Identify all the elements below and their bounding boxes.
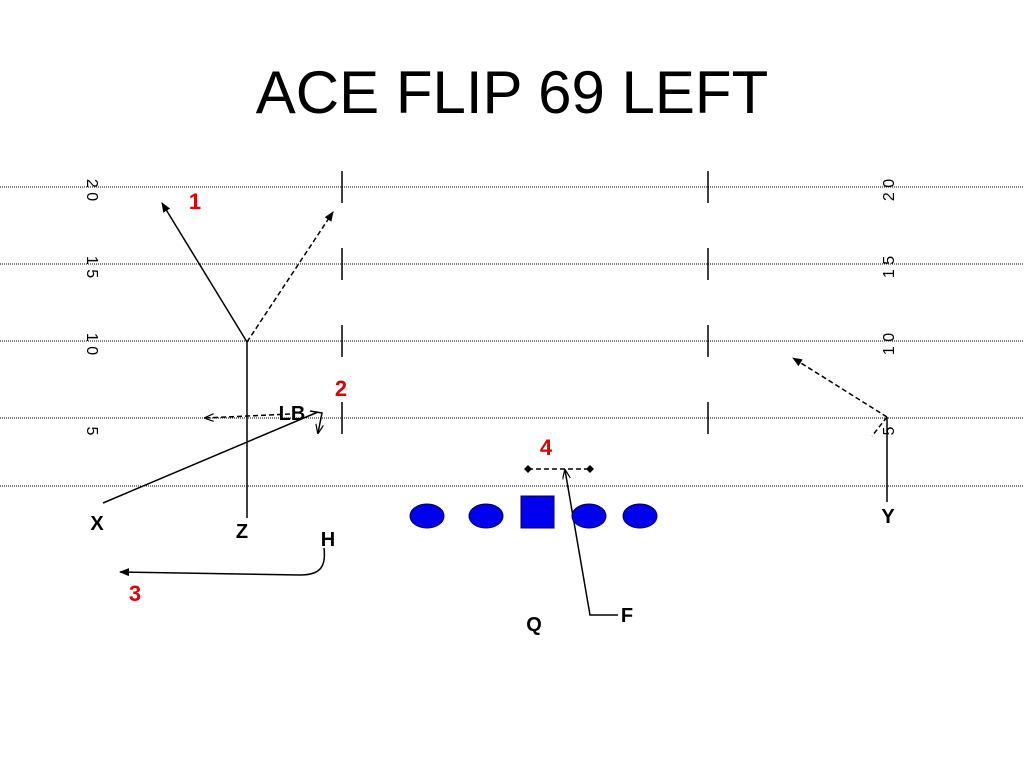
yard-number-right-20: 2 0 [881, 179, 898, 201]
center [520, 495, 555, 529]
player-lb-label: LB [279, 403, 306, 425]
yard-number-left-10: 1 0 [83, 333, 100, 355]
route-x-curl [309, 410, 322, 433]
route-f [565, 470, 618, 616]
route-y-option [871, 416, 888, 437]
route-number-4: 4 [540, 435, 553, 460]
yard-number-right-5: 5 [881, 426, 898, 435]
yard-number-left-5: 5 [83, 427, 100, 436]
right-tackle [622, 503, 658, 529]
route-h [119, 547, 326, 577]
route-z-post [161, 202, 248, 343]
route-number-1: 1 [189, 189, 201, 214]
route-lb-read [205, 413, 291, 418]
left-tackle [409, 503, 445, 529]
yard-number-left-15: 1 5 [83, 256, 100, 278]
player-f-label: F [621, 605, 633, 627]
player-y-label: Y [881, 506, 895, 528]
route-number-3: 3 [129, 581, 141, 606]
yard-number-right-10: 1 0 [881, 333, 898, 355]
play-title: ACE FLIP 69 LEFT [255, 59, 769, 126]
route-z-option [246, 211, 334, 343]
yard-number-right-15: 1 5 [881, 256, 898, 278]
player-x-label: X [90, 513, 104, 535]
route-number-2: 2 [335, 376, 347, 401]
player-q-label: Q [526, 614, 542, 636]
player-h-label: H [321, 529, 335, 551]
player-z-label: Z [236, 521, 248, 543]
left-guard [468, 503, 504, 529]
route-x [102, 411, 319, 504]
yard-number-left-20: 2 0 [83, 179, 100, 201]
right-guard [571, 503, 607, 529]
route-y-corner [792, 357, 888, 418]
